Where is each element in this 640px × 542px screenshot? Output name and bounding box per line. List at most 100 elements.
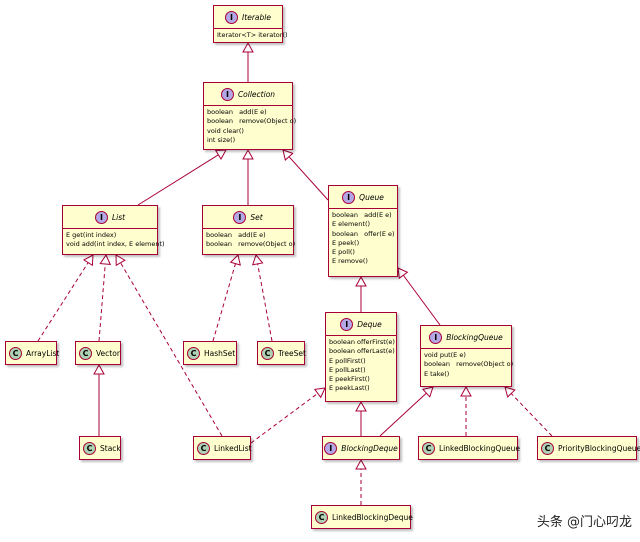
node-name: BlockingDeque (341, 443, 398, 453)
watermark: 头条 @门心叼龙 (536, 515, 632, 530)
class-badge-icon: C (261, 346, 274, 360)
inheritance-arrowhead (460, 385, 472, 397)
node-name: Collection (237, 89, 276, 99)
class-array-list[interactable]: C ArrayList (5, 341, 60, 365)
inheritance-arrowhead (251, 253, 264, 266)
node-name: List (111, 212, 126, 222)
edge-blocking_deque-to-deque (355, 400, 367, 436)
class-badge-icon: C (9, 346, 22, 360)
node-name: ArrayList (26, 348, 60, 358)
interface-badge-icon: I (225, 10, 239, 24)
class-linked-blocking-deque[interactable]: C LinkedBlockingDeque (311, 505, 413, 529)
member-item: E peek() (332, 238, 360, 247)
node-name: Vector (96, 348, 120, 358)
edge-blocking_deque-to-blocking_queue (379, 386, 434, 437)
member-item: E element() (332, 220, 371, 229)
member-list: boolean add(E e)boolean remove(Object o) (203, 228, 296, 252)
member-list: E get(int index)void add(int index, E el… (63, 228, 165, 252)
node-name: LinkedBlockingDeque (332, 512, 413, 522)
member-item: E poll() (332, 248, 355, 257)
edge-queue-to-collection (282, 149, 329, 201)
member-item: void add(int index, E element) (66, 240, 165, 249)
member-list: boolean add(E e)boolean remove(Object o)… (204, 105, 297, 147)
inheritance-arrowhead (115, 254, 126, 267)
edge-stack-to-vector (93, 363, 105, 436)
inheritance-arrowhead (355, 400, 367, 412)
member-item: void put(E e) (424, 351, 466, 359)
node-name: Queue (359, 192, 384, 202)
member-item: boolean offer(E e) (332, 229, 395, 238)
member-item: Iterator<T> iterator() (217, 31, 288, 39)
edge-line (288, 156, 329, 201)
inheritance-arrowhead (504, 386, 516, 398)
node-name: PriorityBlockingQueue (558, 443, 640, 453)
edge-linked_list-to-list (115, 254, 223, 437)
member-list: Iterator<T> iterator() (214, 28, 288, 42)
edge-deque-to-queue (355, 275, 367, 312)
class-badge-icon: C (315, 510, 328, 524)
edge-vector-to-list (98, 253, 112, 342)
node-name: LinkedList (214, 443, 252, 453)
edge-set-to-collection (242, 148, 254, 205)
inheritance-arrowhead (355, 275, 367, 287)
node-name: Iterable (242, 12, 271, 22)
member-item: boolean offerFirst(e) (329, 338, 395, 346)
class-vector[interactable]: C Vector (75, 341, 121, 365)
inheritance-arrowhead (82, 254, 94, 267)
edge-hash_set-to-set (212, 254, 241, 342)
edge-list-to-collection (137, 149, 227, 206)
edge-priority_blocking_queue-to-blocking_queue (504, 386, 553, 437)
edge-line (137, 154, 219, 206)
class-badge-icon: C (541, 441, 554, 455)
class-badge-icon: C (79, 346, 92, 360)
edge-array_list-to-list (37, 254, 94, 342)
class-priority-blocking-queue[interactable]: C PriorityBlockingQueue (537, 436, 640, 460)
edge-linked_blocking_deque-to-blocking_deque (355, 458, 367, 505)
node-name: BlockingQueue (446, 332, 503, 342)
edge-line (257, 263, 273, 342)
inheritance-arrowhead (93, 363, 105, 375)
inheritance-arrowhead (422, 386, 434, 398)
member-item: boolean remove(Object o) (207, 117, 297, 126)
edge-line (37, 262, 89, 342)
member-item: boolean add(E e) (206, 231, 266, 239)
member-list: boolean offerFirst(e)boolean offerLast(e… (326, 335, 396, 396)
member-item: boolean add(E e) (332, 211, 392, 219)
node-header: C Vector (76, 342, 120, 364)
interface-badge-icon: I (429, 330, 443, 344)
node-name: Set (250, 212, 263, 222)
member-item: boolean remove(Object o) (206, 240, 296, 249)
class-badge-icon: C (422, 441, 435, 455)
class-badge-icon: C (83, 441, 96, 455)
member-item: int size() (207, 135, 236, 144)
node-header: C ArrayList (6, 342, 60, 364)
interface-badge-icon: I (342, 190, 356, 204)
edge-blocking_queue-to-queue (397, 267, 441, 326)
member-item: void clear() (207, 126, 244, 135)
edge-tree_set-to-set (251, 253, 273, 342)
edge-linked_list-to-deque (250, 387, 326, 444)
edge-collection-to-iterable (242, 41, 254, 82)
member-item: boolean offerLast(e) (329, 347, 395, 356)
node-header: C LinkedBlockingDeque (312, 506, 413, 528)
interface-badge-icon: I (233, 210, 247, 224)
interface-badge-icon: I (220, 87, 234, 101)
